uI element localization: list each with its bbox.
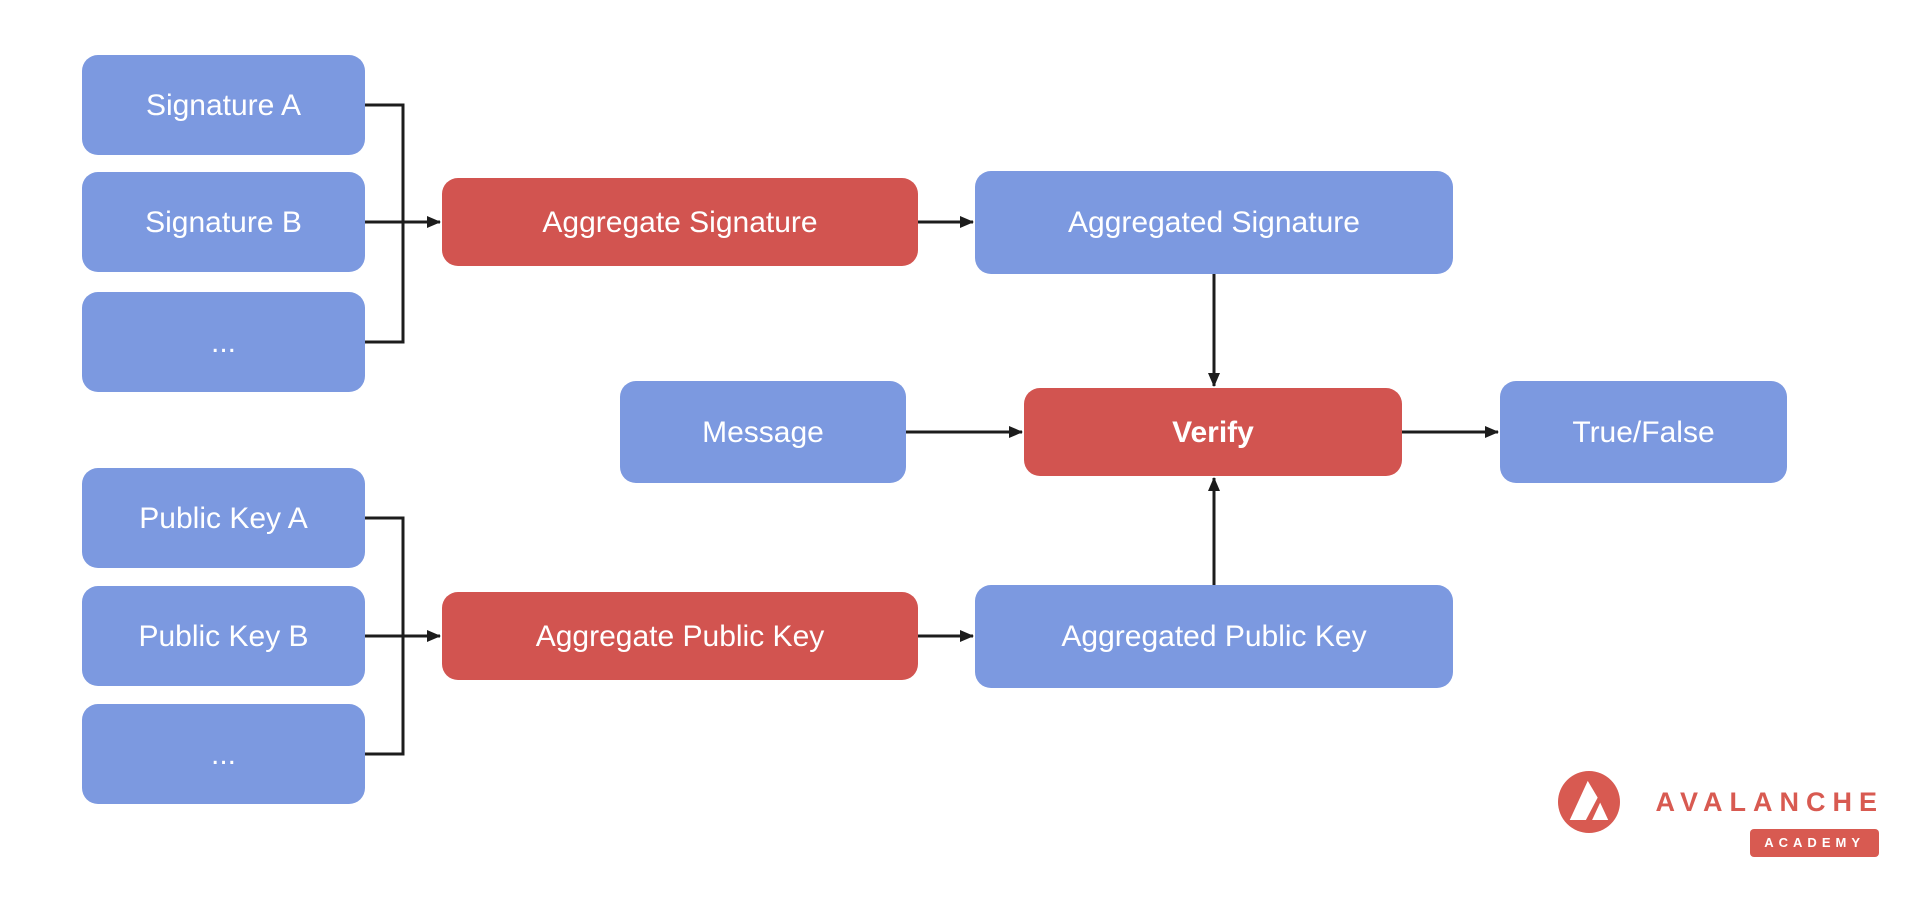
result-box: True/False	[1500, 381, 1787, 483]
brand-badge: ACADEMY	[1750, 829, 1879, 857]
signature-ellipsis-box: ...	[82, 292, 365, 392]
public-key-a-box: Public Key A	[82, 468, 365, 568]
aggregated-signature-box: Aggregated Signature	[975, 171, 1453, 274]
verify-box: Verify	[1024, 388, 1402, 476]
signature-b-box: Signature B	[82, 172, 365, 272]
aggregate-public-key-box: Aggregate Public Key	[442, 592, 918, 680]
aggregate-signature-box: Aggregate Signature	[442, 178, 918, 266]
public-key-ellipsis-box: ...	[82, 704, 365, 804]
signature-a-box: Signature A	[82, 55, 365, 155]
brand-wordmark: AVALANCHE	[1655, 787, 1884, 817]
avalanche-logo-icon	[1558, 771, 1620, 833]
message-box: Message	[620, 381, 906, 483]
public-key-b-box: Public Key B	[82, 586, 365, 686]
aggregated-public-key-box: Aggregated Public Key	[975, 585, 1453, 688]
